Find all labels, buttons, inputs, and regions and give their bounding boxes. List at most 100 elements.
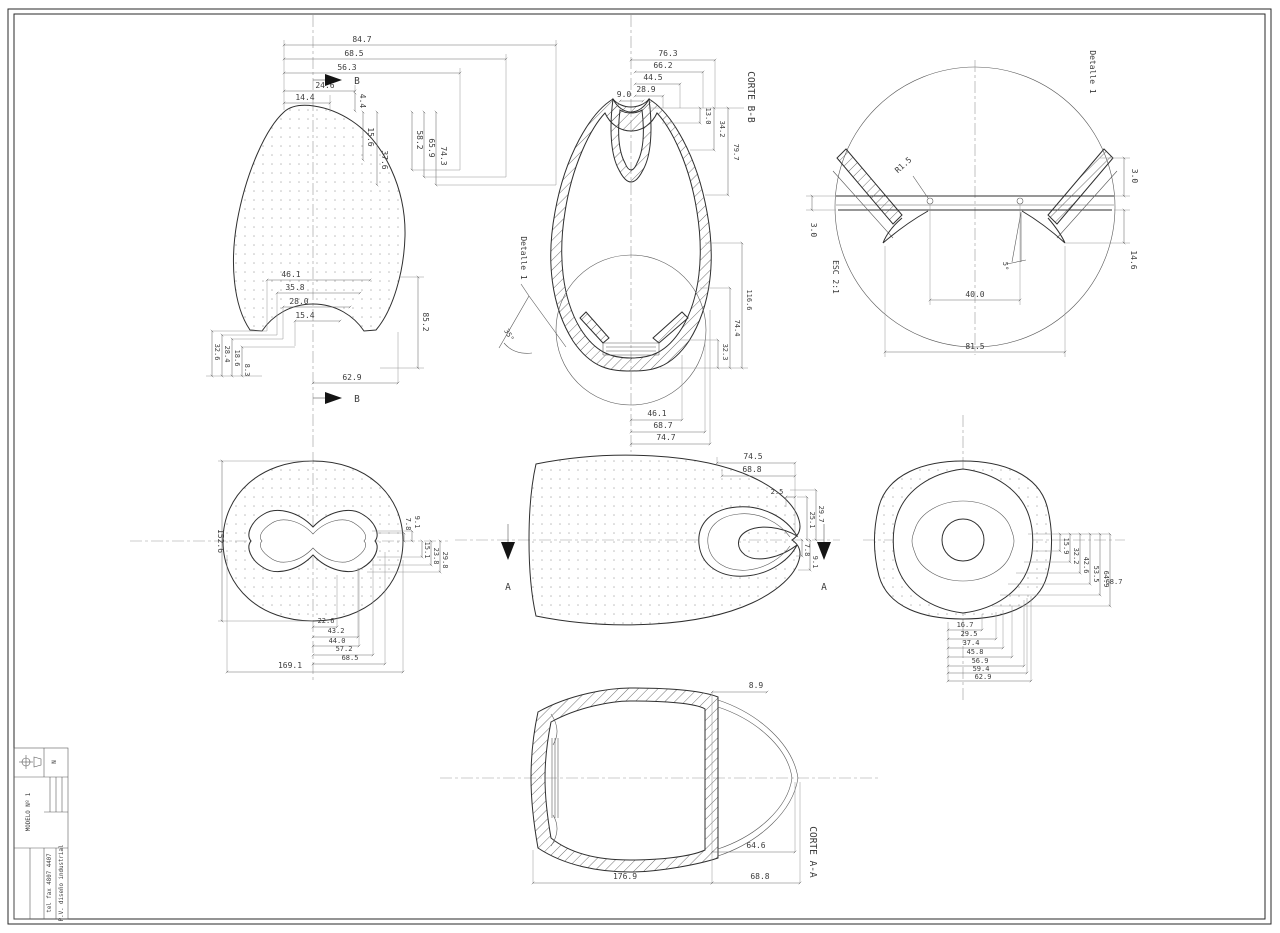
view-corte-aa: 8.9 64.6 68.8 176.9 CORTE A-A [440,681,880,885]
view-detalle-1: R1.5 5° 3.0 14.6 3.0 ESC 2:1 Detalle 1 4… [806,50,1139,357]
section-arrow-a-left: A [501,524,515,593]
dim-label: 44.5 [643,73,662,82]
shell-section-aa [530,687,719,873]
dim-label: 74.3 [439,146,448,165]
dim-label: 22.6 [318,617,335,625]
dim-label: 29.7 [817,506,825,523]
titleblock-company: P.V. diseño industrial [59,845,65,922]
dim-label: 37.6 [380,150,389,169]
dim-label: 84.7 [352,35,371,44]
nose-inner [717,706,793,850]
angle-label: 5° [1001,262,1009,270]
dim-label: 4.4 [358,94,367,109]
dim-label: 3.0 [809,223,818,238]
angle-label: 35° [502,328,515,343]
dim-label: 62.9 [975,673,992,681]
dim-label: 64.6 [746,841,765,850]
dim-label: 28.9 [636,85,655,94]
section-arrow-b-top: B [313,74,360,87]
dim-label: 8.3 [243,364,251,377]
section-arrow-b-bottom: B [313,392,360,405]
dim-label: 28.0 [289,297,308,306]
grip-hole-inner [260,519,366,563]
dim-label: 40.0 [965,290,984,299]
front-inner-contour [892,468,1034,614]
view-top: 152.6 169.1 22.6 43.2 44.0 57.2 68.5 7.8… [130,452,449,682]
dim-label: 9.0 [617,90,632,99]
dim-label: 32.6 [213,344,221,361]
titleblock-phone: tel fax 4807 4407 [47,853,53,913]
dim-label: 16.7 [957,621,974,629]
dim-label: 25.1 [808,512,816,529]
dim-label: 57.2 [336,645,353,653]
section-label: B [354,394,360,405]
projection-symbol-icon [19,755,42,769]
dim-label: 74.4 [733,320,741,337]
dim-label: 116.6 [745,289,753,310]
dim-label: 28.4 [223,346,231,363]
title-block: N MODELO Nº 1 tel fax 4807 4407 P.V. dis… [13,747,69,922]
dim-label: 42.6 [1082,557,1090,574]
dim-label: 15.9 [1062,538,1070,555]
view-side-profile: 84.7 68.5 56.3 24.6 14.4 4.4 15.6 37.6 5… [206,15,558,448]
center-boss [941,518,985,562]
titleblock-model: MODELO Nº 1 [25,792,32,831]
detail-title: Detalle 1 [1088,50,1097,94]
view-plan: A A 74.5 68.8 2.5 25.1 29.7 7.8 9.1 [455,452,840,626]
dim-label: 37.4 [963,639,980,647]
dim-label: 15.4 [295,311,314,320]
dim-label: 66.2 [653,61,672,70]
grip-hole-outer [248,510,378,572]
section-title: CORTE B-B [745,71,756,123]
dim-label: 46.1 [281,270,300,279]
dim-label: 74.5 [743,452,762,461]
dim-label: 14.4 [295,93,314,102]
dim-label: 23.8 [432,548,440,565]
titleblock-rev: N [52,760,58,764]
dim-label: 169.1 [278,661,302,670]
dim-label: 15.1 [423,542,431,559]
dim-label: 35.8 [285,283,304,292]
latch-mechanism [579,311,689,356]
dim-label: 18.6 [233,350,241,367]
dim-label: 68.5 [344,49,363,58]
dim-label: 15.6 [366,127,375,146]
section-title: CORTE A-A [807,826,818,878]
dim-label: 56.9 [972,657,989,665]
front-squircle [911,500,1015,582]
dim-label: 45.8 [967,648,984,656]
rim-section-right [1047,148,1114,225]
dim-label: 58.2 [415,130,424,149]
dim-label: 7.8 [404,518,412,531]
dim-label: 68.7 [653,421,672,430]
section-label: A [505,582,511,593]
dim-label: 29.8 [441,552,449,569]
dim-label: 7.8 [803,544,811,557]
section-arrow-a-right: A [817,524,831,593]
dim-label: 8.9 [749,681,764,690]
dim-label: 43.2 [328,627,345,635]
nose-outer [717,699,799,857]
page-border [7,8,1272,925]
dim-label: 65.9 [427,138,436,157]
side-profile-outline [233,104,406,332]
hinge-plate [550,713,559,847]
scale-label: ESC 2:1 [831,260,840,294]
dim-label: 53.5 [1092,566,1100,583]
dim-label: 76.3 [658,49,677,58]
hook-inner-contour [707,513,791,571]
dim-label: 79.7 [732,144,740,161]
view-corte-bb: Detalle 1 35° 9.0 76.3 66.2 44.5 28.9 13… [498,15,756,452]
dim-label: 9.1 [811,556,819,569]
view-front: 15.9 32.2 42.6 53.5 64.9 68.7 16.7 29.5 … [863,415,1125,700]
dim-label: 29.5 [961,630,978,638]
dim-label: 68.8 [750,872,769,881]
dim-label: 59.4 [973,665,990,673]
detail-callout: Detalle 1 [519,236,528,280]
dim-label: 2.5 [771,488,784,496]
section-label: A [821,582,827,593]
dim-label: 68.8 [742,465,761,474]
dim-label: 81.5 [965,342,984,351]
